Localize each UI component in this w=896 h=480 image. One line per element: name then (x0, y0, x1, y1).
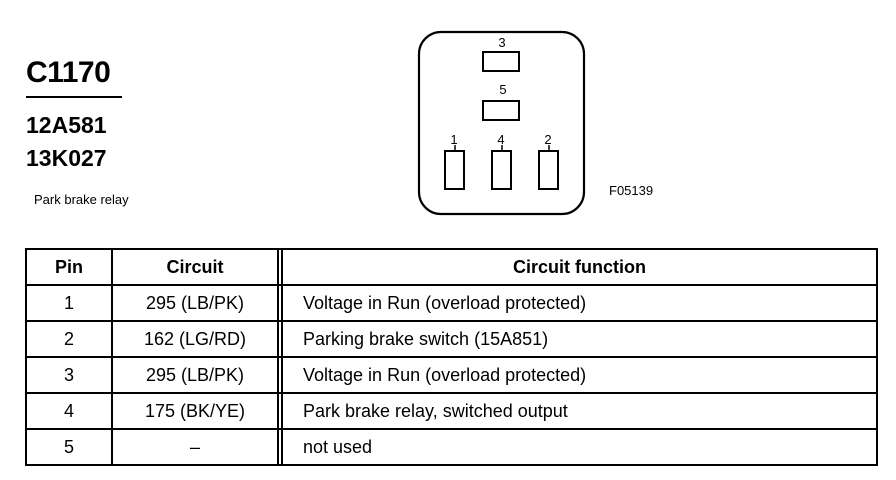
function-cell: Voltage in Run (overload protected) (281, 284, 878, 322)
part-number-1: 12A581 (26, 112, 107, 138)
pin-cell: 1 (25, 284, 113, 322)
function-cell: Voltage in Run (overload protected) (281, 356, 878, 394)
connector-description: Park brake relay (34, 192, 129, 207)
circuit-cell: 162 (LG/RD) (111, 320, 279, 358)
pin-cavity-2 (538, 150, 559, 190)
pin-label-5: 5 (499, 82, 506, 97)
pin-cell: 4 (25, 392, 113, 430)
connector-face-diagram: 3 5 1 4 2 (417, 30, 586, 216)
pin-label-3: 3 (498, 35, 505, 50)
col-header-function: Circuit function (281, 248, 878, 286)
col-header-circuit: Circuit (111, 248, 279, 286)
pin-cavity-5 (482, 100, 520, 121)
function-cell: not used (281, 428, 878, 466)
col-header-pin: Pin (25, 248, 113, 286)
pin-label-1: 1 (450, 132, 457, 147)
table-row: 2 162 (LG/RD) Parking brake switch (15A8… (25, 320, 878, 358)
title-underline (26, 96, 122, 98)
table-header-row: Pin Circuit Circuit function (25, 248, 878, 286)
part-number-2: 13K027 (26, 145, 107, 171)
pin-cavity-1 (444, 150, 465, 190)
pin-cell: 3 (25, 356, 113, 394)
pin-cell: 2 (25, 320, 113, 358)
pin-label-4: 4 (497, 132, 504, 147)
circuit-cell: 295 (LB/PK) (111, 284, 279, 322)
pin-cell: 5 (25, 428, 113, 466)
table-row: 1 295 (LB/PK) Voltage in Run (overload p… (25, 284, 878, 322)
connector-id: C1170 (26, 56, 111, 89)
circuit-cell: 295 (LB/PK) (111, 356, 279, 394)
function-cell: Parking brake switch (15A851) (281, 320, 878, 358)
function-cell: Park brake relay, switched output (281, 392, 878, 430)
table-row: 3 295 (LB/PK) Voltage in Run (overload p… (25, 356, 878, 394)
circuit-cell: – (111, 428, 279, 466)
pin-table: Pin Circuit Circuit function 1 295 (LB/P… (25, 248, 878, 466)
figure-code: F05139 (609, 183, 654, 198)
table-row: 5 – not used (25, 428, 878, 466)
pin-label-2: 2 (544, 132, 551, 147)
circuit-cell: 175 (BK/YE) (111, 392, 279, 430)
pin-cavity-4 (491, 150, 512, 190)
table-row: 4 175 (BK/YE) Park brake relay, switched… (25, 392, 878, 430)
pin-cavity-3 (482, 51, 520, 72)
